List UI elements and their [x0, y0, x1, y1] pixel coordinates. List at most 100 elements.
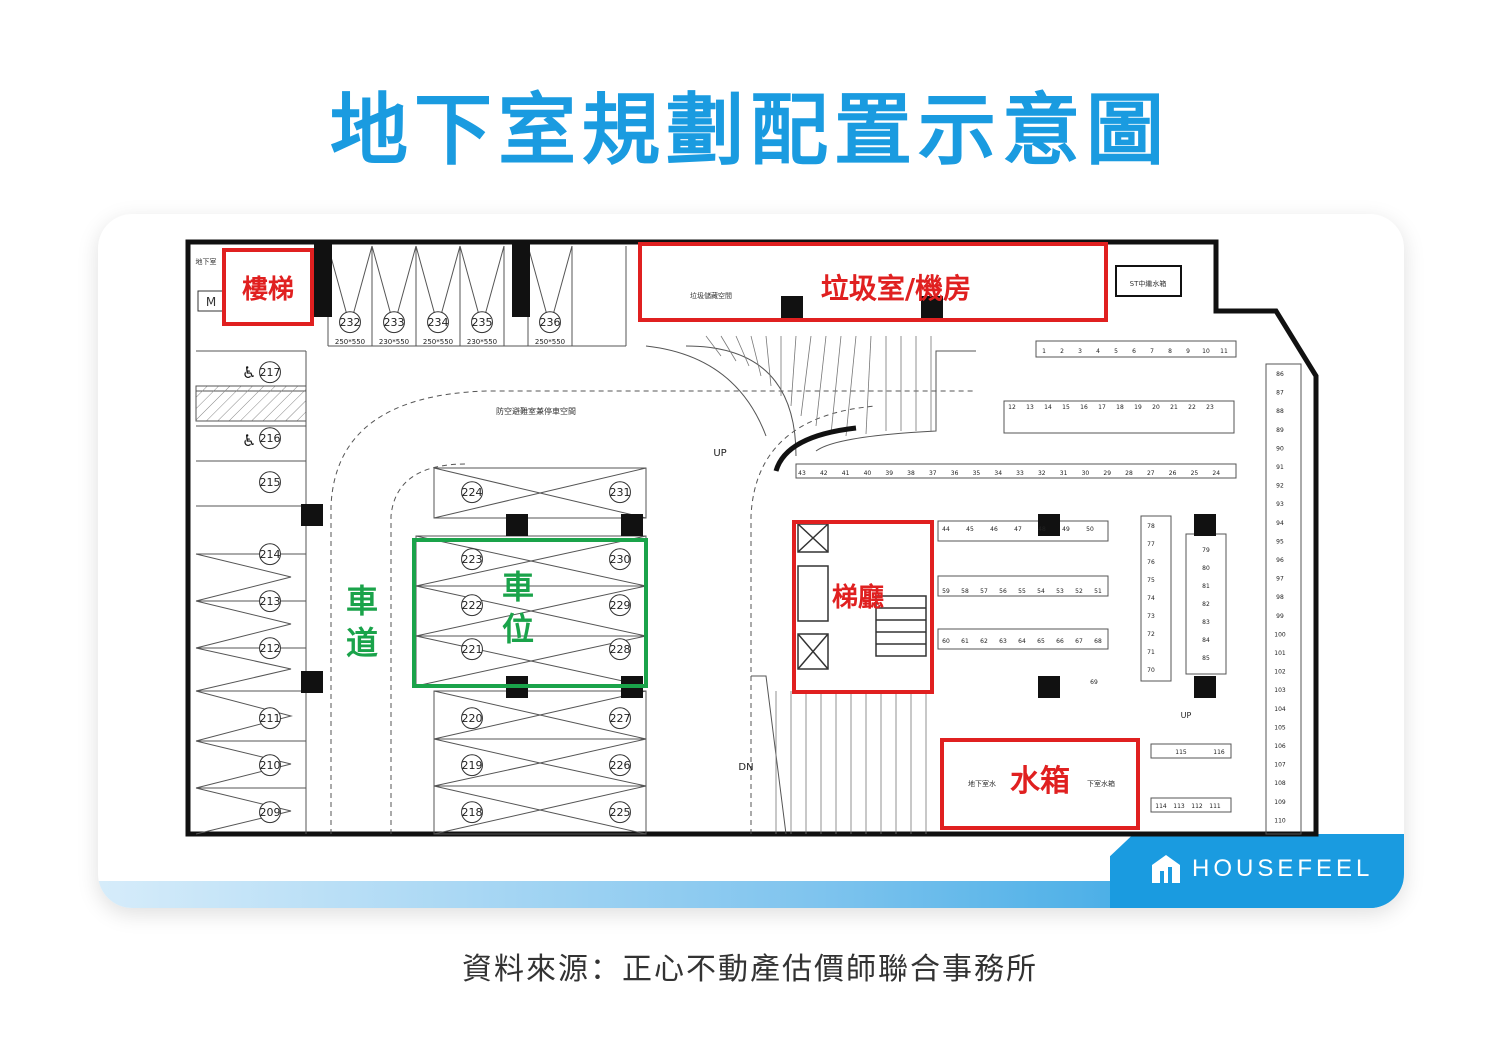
motorcycle-space-number: 36	[951, 470, 959, 477]
parking-label-2: 位	[502, 610, 534, 648]
motorcycle-space-number: 40	[864, 470, 872, 477]
motorcycle-space-number: 116	[1213, 749, 1225, 756]
motorcycle-space-number: 73	[1147, 613, 1155, 620]
motorcycle-space-number: 105	[1274, 724, 1286, 731]
motorcycle-space-number: 19	[1134, 404, 1142, 411]
motorcycle-space-number: 50	[1086, 526, 1094, 533]
motorcycle-space-number: 44	[942, 526, 950, 533]
parking-space-number: 227	[610, 712, 631, 725]
parking-space-number: 225	[610, 806, 631, 819]
brand-name: HOUSEFEEL	[1192, 855, 1374, 882]
motorcycle-space-number: 65	[1037, 638, 1045, 645]
ramp-wall	[773, 425, 857, 472]
motorcycle-space-number: 49	[1062, 526, 1070, 533]
motorcycle-space-number: 103	[1274, 687, 1286, 694]
parking-space-number: 219	[462, 759, 483, 772]
parking-space-number: 222	[462, 599, 483, 612]
motorcycle-space-number: 62	[980, 638, 988, 645]
motorcycle-space-number: 55	[1018, 588, 1026, 595]
parking-space-number-marker	[259, 590, 281, 613]
motorcycle-space-number: 52	[1075, 588, 1083, 595]
motorcycle-space-number: 56	[999, 588, 1007, 595]
motorcycle-space-number: 67	[1075, 638, 1083, 645]
motorcycle-space-number: 72	[1147, 631, 1155, 638]
motorcycle-space-number: 18	[1116, 404, 1124, 411]
parking-space-number: 210	[260, 759, 281, 772]
motorcycle-space-number: 10	[1202, 348, 1210, 355]
motorcycle-space-number: 5	[1114, 348, 1118, 355]
motorcycle-space-number: 46	[990, 526, 998, 533]
motorcycle-space-number: 100	[1274, 631, 1286, 638]
motorcycle-space-number: 21	[1170, 404, 1178, 411]
wheelchair-icon: ♿	[242, 431, 256, 450]
parking-space-number-marker	[259, 754, 281, 777]
motorcycle-space-number: 66	[1056, 638, 1064, 645]
page-title: 地下室規劃配置示意圖	[329, 86, 1170, 176]
motorcycle-space-number: 81	[1202, 583, 1210, 590]
parking-space-number: 212	[260, 642, 281, 655]
water-tank-highlight-box	[940, 738, 1140, 830]
parking-space-number: 228	[610, 643, 631, 656]
motorcycle-space-number: 87	[1276, 390, 1284, 397]
motorcycle-space-number: 113	[1173, 803, 1185, 810]
motorcycle-space-number: 26	[1169, 470, 1177, 477]
parking-space-number-marker	[471, 311, 493, 334]
parking-space-number: 230	[610, 553, 631, 566]
motorcycle-space-number: 69	[1090, 679, 1098, 686]
b1-label: 地下室	[196, 257, 217, 266]
st-tank-room	[1115, 265, 1182, 297]
parking-space-number-marker	[461, 594, 483, 617]
motorcycle-space-number: 34	[994, 470, 1002, 477]
motorcycle-space-number: 32	[1038, 470, 1046, 477]
motorcycle-space-number: 28	[1125, 470, 1133, 477]
motorcycle-space-number: 47	[1014, 526, 1022, 533]
motorcycle-space-number: 27	[1147, 470, 1155, 477]
structural-columns	[301, 242, 1216, 698]
motorcycle-space-number: 42	[820, 470, 828, 477]
parking-space-number: 216	[260, 432, 281, 445]
parking-space-number: 215	[260, 476, 281, 489]
water-tank-label: 水箱	[1010, 764, 1070, 799]
motorcycle-space-number: 79	[1202, 547, 1210, 554]
motorcycle-space-number: 99	[1276, 613, 1284, 620]
motorcycle-space-number: 41	[842, 470, 850, 477]
motorcycle-space-number: 4	[1096, 348, 1100, 355]
parking-space-number-marker	[539, 311, 561, 334]
parking-space-number-marker	[259, 471, 281, 494]
parking-space-size: 250*550	[423, 338, 453, 346]
parking-space-number-marker	[609, 594, 631, 617]
motorcycle-space-number: 29	[1103, 470, 1111, 477]
stair-area: M 地下室	[195, 257, 307, 422]
motorcycle-space-number: 35	[973, 470, 981, 477]
motorcycle-space-number: 64	[1018, 638, 1026, 645]
parking-space-number: 218	[462, 806, 483, 819]
parking-space-number-marker	[609, 707, 631, 730]
motorcycle-space-number: 30	[1082, 470, 1090, 477]
motorcycle-space-number: 92	[1276, 483, 1284, 490]
house-logo-icon	[1152, 855, 1180, 883]
interior-lines	[195, 245, 976, 835]
motorcycle-space-number: 112	[1191, 803, 1203, 810]
parking-space-number-marker	[609, 754, 631, 777]
motorcycle-space-number: 110	[1274, 817, 1286, 824]
lower-water-label: 下室水箱	[1087, 779, 1115, 788]
source-credit: 資料來源：正心不動產估價師聯合事務所	[462, 952, 1038, 987]
motorcycle-space-number: 1	[1042, 348, 1046, 355]
motorcycle-space-number: 111	[1209, 803, 1221, 810]
dn-label: DN	[738, 762, 753, 773]
motorcycle-space-number: 9	[1186, 348, 1190, 355]
parking-space-number-marker	[259, 637, 281, 660]
motorcycle-space-number: 109	[1274, 799, 1286, 806]
m-marker: M	[206, 295, 216, 309]
motorcycle-space-number: 31	[1060, 470, 1068, 477]
motorcycle-space-number: 75	[1147, 577, 1155, 584]
parking-space-number: 214	[260, 548, 281, 561]
motorcycle-space-number: 89	[1276, 427, 1284, 434]
motorcycle-space-number: 70	[1147, 667, 1155, 674]
parking-space-number: 220	[462, 712, 483, 725]
basement-water-label: 地下室水	[968, 779, 996, 788]
parking-space-number-marker	[461, 707, 483, 730]
motorcycle-space-number: 104	[1274, 706, 1286, 713]
